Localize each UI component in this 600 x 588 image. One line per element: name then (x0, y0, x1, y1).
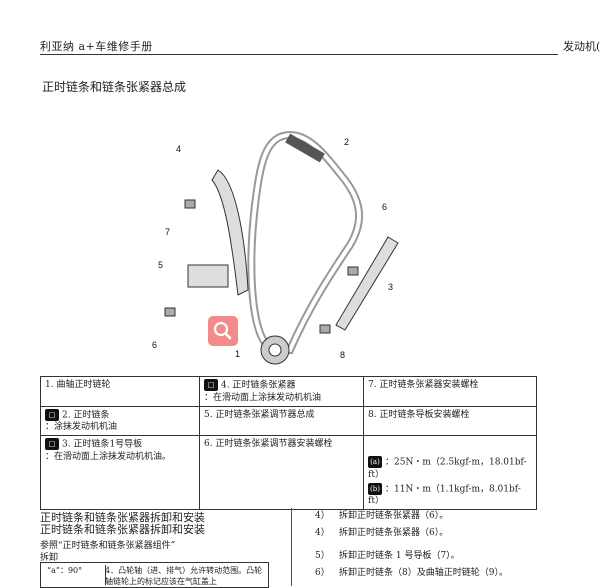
parts-legend-table: 1. 曲轴正时链轮 □4. 正时链条张紧器：在滑动面上涂抹发动机机油 7. 正时… (40, 376, 537, 510)
chain-guide (335, 236, 399, 331)
callout-6-bottom: 6 (152, 340, 157, 350)
header-section-title: 发动机( (563, 40, 600, 53)
oil-icon: □ (204, 379, 218, 391)
oil-icon: □ (45, 438, 59, 450)
step-item: 4）拆卸正时链条张紧器（6）。 (315, 511, 449, 521)
tensioner-arm (211, 169, 249, 296)
section-title-line-2: 正时链条和链条张紧器拆卸和安装 (40, 523, 205, 536)
note-box: “a”：90° 4．凸轮轴（进、排气）允许转动范围。凸轮轴链轮上的标记应该在气缸… (40, 562, 269, 588)
legend-item-4: 4. 正时链条张紧器 (221, 380, 296, 391)
legend-item-2-note: ：涂抹发动机机油 (45, 422, 118, 432)
removal-steps: 4）拆卸正时链条张紧器（6）。 4）拆卸正时链条张紧器（6）。 5）拆卸正时链条… (315, 512, 508, 586)
torque-a-value: ：25N・m（2.5kgf-m，18.01bf-ft） (368, 457, 527, 480)
callout-8: 8 (340, 350, 345, 360)
legend-item-3: 3. 正时链条1号导板 (62, 439, 143, 450)
legend-item-5: 5. 正时链条张紧调节器总成 (204, 409, 315, 420)
legend-item-6: 6. 正时链条张紧调节器安装螺栓 (204, 439, 333, 449)
oil-icon: □ (45, 408, 59, 421)
callout-7: 7 (165, 227, 170, 237)
torque-a-icon: (a) (368, 456, 382, 468)
column-divider (291, 508, 292, 586)
legend-item-1: 1. 曲轴正时链轮 (45, 380, 111, 390)
step-item: 6）拆卸正时链条（8）及曲轴正时链轮（9）。 (315, 568, 508, 578)
header-rule (40, 54, 558, 55)
legend-item-4-note: ：在滑动面上涂抹发动机机油 (204, 392, 322, 403)
section-title-line-1: 正时链条和链条张紧器拆卸和安装 (40, 511, 205, 524)
callout-6-top: 6 (382, 202, 387, 212)
note-box-b: 4．凸轮轴（进、排气）允许转动范围。凸轮轴链轮上的标记应该在气缸盖上 (105, 566, 263, 586)
step-item: 5）拆卸正时链条 1 号导板（7）。 (315, 551, 460, 561)
callout-3: 3 (388, 282, 393, 292)
legend-item-3-note: ：在滑动面上涂抹发动机机油。 (45, 451, 172, 462)
timing-chain-diagram: 4 2 6 7 5 3 6 1 8 (152, 130, 399, 365)
search-icon[interactable] (208, 316, 238, 346)
callout-1: 1 (235, 349, 240, 359)
bolts (164, 199, 359, 334)
torque-b-icon: (b) (368, 482, 382, 495)
callout-5: 5 (158, 260, 163, 270)
subsection-label: 拆卸 (40, 553, 59, 563)
legend-item-8: 8. 正时链条导板安装螺栓 (368, 409, 470, 420)
chain-links (285, 133, 325, 163)
section-title: 正时链条和链条张紧器拆卸和安装 正时链条和链条张紧器拆卸和安装 (40, 512, 205, 536)
torque-b-value: ：11N・m（1.1kgf-m，8.01bf-ft） (368, 484, 521, 506)
tensioner-adjuster (187, 264, 229, 288)
legend-item-7: 7. 正时链条张紧器安装螺栓 (368, 380, 479, 390)
callout-2: 2 (344, 137, 349, 147)
step-item: 4）拆卸正时链条张紧器（6）。 (315, 528, 449, 538)
page-title: 正时链条和链条张紧器总成 (42, 80, 187, 94)
header-manual-title: 利亚纳 a+车维修手册 (40, 40, 153, 53)
callout-4: 4 (176, 144, 181, 154)
note-box-a: “a”：90° (43, 565, 106, 585)
legend-item-2: 2. 正时链条 (62, 410, 110, 420)
reference-note: 参照“正时链条和链条张紧器组件” (40, 541, 176, 551)
